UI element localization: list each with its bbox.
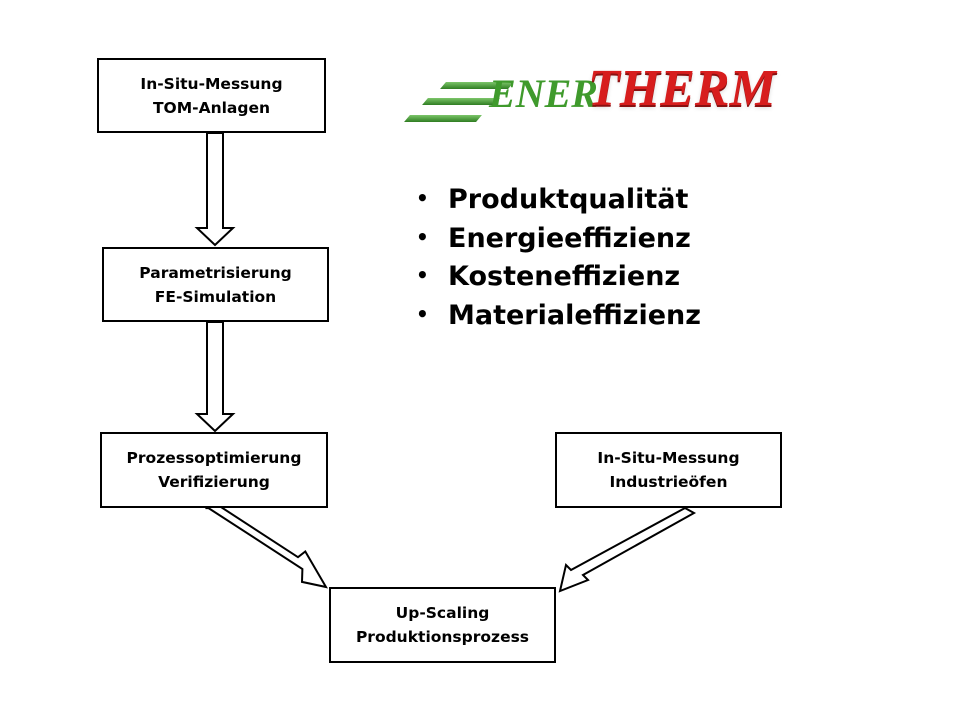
box-2-line-1: Parametrisierung xyxy=(139,263,292,282)
box-1-line-2: TOM-Anlagen xyxy=(152,98,271,117)
box-5-line-2: Produktionsprozess xyxy=(355,628,530,646)
logo-text-therm: THERM xyxy=(588,60,776,117)
bullet-icon: • xyxy=(416,186,429,210)
bullet-icon: • xyxy=(416,301,429,326)
logo-text-ener: ENER xyxy=(489,71,598,116)
box-prozessoptimierung-verifizierung: Prozessoptimierung Verifizierung xyxy=(100,432,328,508)
box-up-scaling-produktionsprozess: Up-Scaling Produktionsprozess xyxy=(329,587,556,663)
box-3-line-1: Prozessoptimierung xyxy=(126,449,302,467)
arrow-box3-to-box5 xyxy=(205,502,329,589)
box-1-line-1: In-Situ-Messung xyxy=(140,74,283,93)
box-parametrisierung-fe-simulation: Parametrisierung FE-Simulation xyxy=(102,247,329,322)
bullet-icon: • xyxy=(416,263,429,287)
box-4-line-2: Industrieöfen xyxy=(609,473,728,491)
bullet-icon: • xyxy=(416,224,429,249)
bullet-text: Materialeffizienz xyxy=(448,299,701,331)
bullet-item: • Materialeffizienz xyxy=(416,296,701,335)
box-5-line-1: Up-Scaling xyxy=(395,604,490,622)
box-in-situ-messung-industrieoefen: In-Situ-Messung Industrieöfen xyxy=(555,432,782,508)
box-2-line-2: FE-Simulation xyxy=(154,287,277,306)
bullet-text: Produktqualität xyxy=(448,184,689,215)
logo-stripe-bottom xyxy=(404,115,482,122)
arrow-box1-to-box2 xyxy=(194,132,236,247)
arrow-box2-to-box3 xyxy=(194,321,236,433)
bullet-text: Kosteneffizienz xyxy=(448,261,681,292)
bullet-item: • Kosteneffizienz xyxy=(416,257,701,296)
goals-bullet-list: • Produktqualität • Energieeffizienz • Kost… xyxy=(416,180,701,334)
box-3-line-2: Verifizierung xyxy=(158,473,270,491)
box-in-situ-messung-tom-anlagen: In-Situ-Messung TOM-Anlagen xyxy=(97,58,326,133)
enertherm-logo: ENER THERM xyxy=(403,60,776,132)
bullet-text: Energieeffizienz xyxy=(448,222,691,254)
arrow-box4-to-box5 xyxy=(558,506,697,593)
bullet-item: • Energieeffizienz xyxy=(416,219,701,258)
bullet-item: • Produktqualität xyxy=(416,180,701,219)
box-4-line-1: In-Situ-Messung xyxy=(597,449,740,467)
